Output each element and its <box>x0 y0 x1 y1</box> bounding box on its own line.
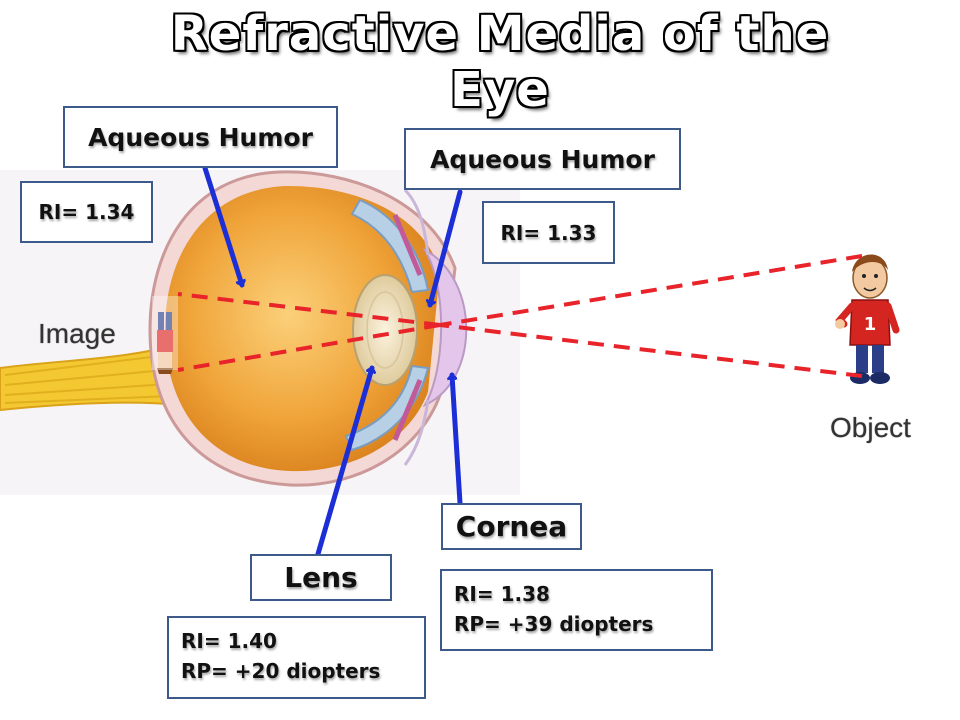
cornea-box: Cornea <box>441 503 582 550</box>
lens-ri-value: RI= 1.40 <box>181 629 277 653</box>
cornea-rp-value: RP= +39 diopters <box>454 612 654 636</box>
aqueous-humor-left-box: Aqueous Humor <box>63 106 338 168</box>
object-label: Object <box>830 412 911 443</box>
aqueous-humor-right-box: Aqueous Humor <box>404 128 681 190</box>
ri-left-box: RI= 1.34 <box>20 181 153 243</box>
cornea-ri-value: RI= 1.38 <box>454 582 550 606</box>
cornea-label: Cornea <box>455 510 568 543</box>
lens-values-box: RI= 1.40 RP= +20 diopters <box>167 616 426 699</box>
inverted-boy-figure-icon <box>157 312 173 374</box>
ray-bottom-inside <box>177 292 441 327</box>
lens-icon <box>352 274 418 386</box>
pointer-arrow-aqueous-left <box>202 165 242 288</box>
cornea-values-box: RI= 1.38 RP= +39 diopters <box>440 569 713 651</box>
ri-left-value: RI= 1.34 <box>38 200 135 224</box>
ray-top-inside <box>177 323 441 372</box>
boy-figure-icon: 1 <box>835 254 900 384</box>
ri-right-box: RI= 1.33 <box>482 201 615 264</box>
pointer-arrow-lens <box>315 365 372 557</box>
ray-bottom-outside <box>439 323 863 378</box>
page-title: Refractive Media of the Eye <box>170 6 830 118</box>
ray-top-outside <box>439 254 863 327</box>
pointer-arrow-cornea <box>452 372 463 506</box>
image-label: Image <box>38 318 116 349</box>
lens-rp-value: RP= +20 diopters <box>181 659 381 683</box>
svg-text:1: 1 <box>864 314 877 335</box>
lens-box: Lens <box>250 554 392 601</box>
ri-right-value: RI= 1.33 <box>500 220 597 245</box>
aqueous-humor-right-label: Aqueous Humor <box>430 144 655 174</box>
pointer-arrow-aqueous-right <box>430 189 463 308</box>
lens-label: Lens <box>284 561 358 594</box>
light-rays <box>177 254 863 378</box>
aqueous-humor-left-label: Aqueous Humor <box>88 122 313 152</box>
